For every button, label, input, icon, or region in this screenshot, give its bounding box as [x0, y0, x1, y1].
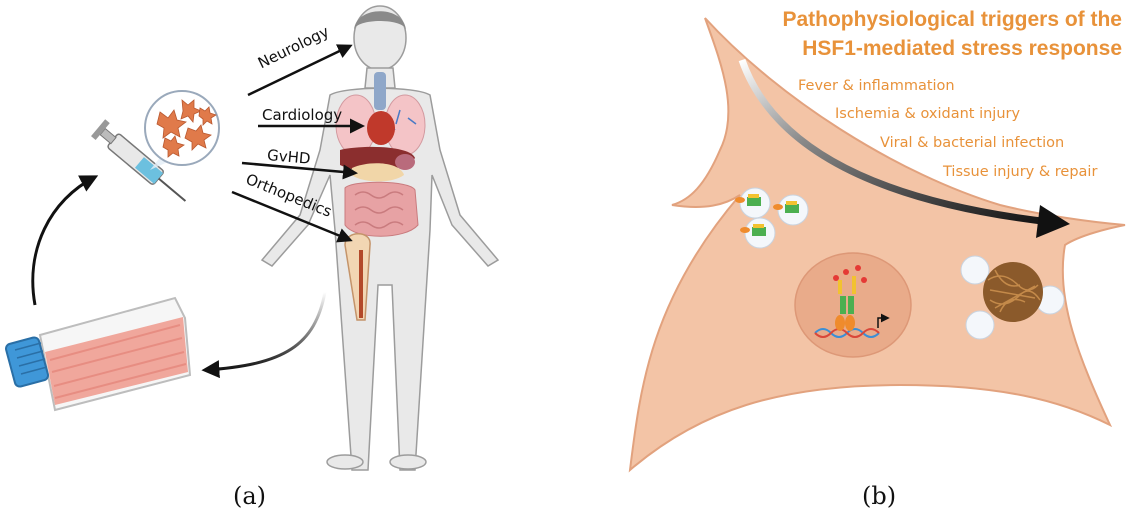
caption-b: (b) — [862, 482, 896, 510]
label-gvhd: GvHD — [266, 146, 311, 168]
arrow-flask-to-syringe — [33, 177, 95, 305]
cell-culture-flask — [5, 298, 190, 410]
trigger-infection: Viral & bacterial infection — [880, 135, 1064, 151]
trigger-ischemia: Ischemia & oxidant injury — [835, 106, 1020, 122]
magnified-cells — [145, 91, 219, 170]
label-cardiology: Cardiology — [262, 106, 342, 124]
caption-a: (a) — [233, 482, 266, 510]
panel-b-title-line1: Pathophysiological triggers of the — [782, 8, 1122, 32]
organs — [336, 72, 425, 236]
arrow-body-to-flask — [205, 292, 325, 370]
panel-b-title-line2: HSF1-mediated stress response — [802, 37, 1122, 61]
trigger-fever: Fever & inflammation — [798, 78, 955, 94]
trigger-tissue-injury: Tissue injury & repair — [943, 164, 1097, 180]
